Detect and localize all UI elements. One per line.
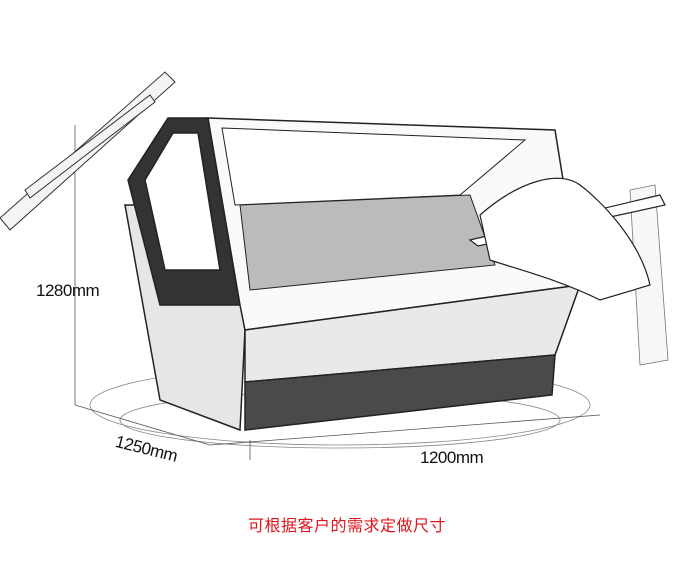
hand-with-pencil-icon bbox=[468, 177, 666, 301]
ruler-right bbox=[629, 184, 669, 366]
height-dimension-label: 1280mm bbox=[36, 281, 100, 300]
width-dimension-label: 1200mm bbox=[420, 448, 484, 467]
cabinet-side bbox=[124, 117, 246, 432]
custom-size-caption: 可根据客户的需求定做尺寸 bbox=[248, 516, 447, 535]
cabinet-body bbox=[244, 284, 582, 431]
ice-cream-trays bbox=[239, 194, 496, 291]
ruler-icon bbox=[0, 71, 176, 231]
